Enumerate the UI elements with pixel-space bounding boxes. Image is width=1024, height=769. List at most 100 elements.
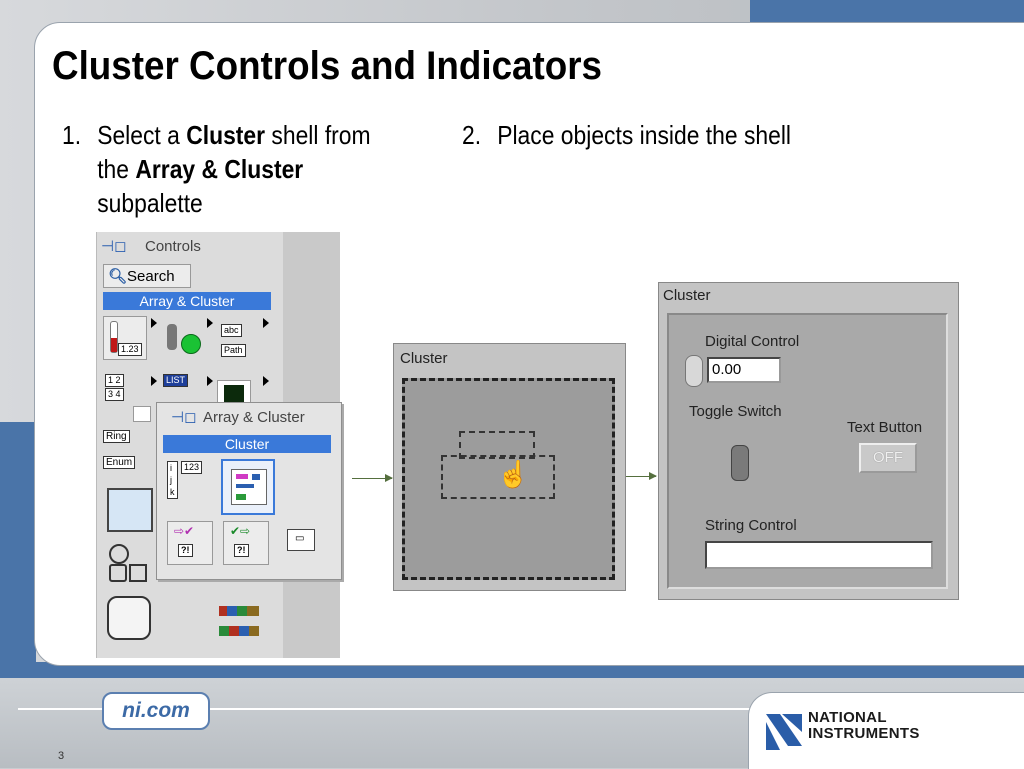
search-button[interactable]: 🔍︎Search: [103, 264, 191, 288]
error-out-tile[interactable]: ✔⇨ ?!: [223, 521, 269, 565]
palette-title: Controls: [145, 238, 201, 255]
path-label: Path: [221, 344, 246, 357]
step-2-text: Place objects inside the shell: [497, 120, 792, 150]
digital-control-field[interactable]: 0.00: [707, 357, 781, 383]
nicom-link[interactable]: ni.com: [102, 692, 210, 730]
array-tile[interactable]: 1 2 3 4: [103, 372, 147, 416]
subpalette-header: Array & Cluster: [103, 292, 271, 310]
drag-outline: [441, 455, 555, 499]
string-control-label: String Control: [705, 517, 797, 534]
cluster-part-icon: [252, 474, 260, 480]
cluster-part-icon: [236, 484, 254, 488]
cluster-part-icon: [236, 494, 246, 500]
submenu-arrow-icon: [263, 376, 269, 386]
submenu-arrow-icon: [207, 376, 213, 386]
step-1-text: Select a Cluster shell from the Array & …: [97, 118, 379, 220]
array-grid-icon: 3 4: [105, 388, 124, 401]
flow-arrow-2: [626, 472, 657, 480]
step-2: 2. Place objects inside the shell: [462, 118, 867, 152]
container-tile[interactable]: [107, 596, 151, 640]
square-shape-icon: [129, 564, 147, 582]
submenu-arrow-icon: [207, 318, 213, 328]
bottom-accent-bar: [0, 662, 1024, 682]
logo-line-1: NATIONAL: [808, 709, 887, 726]
step-1-number: 1.: [62, 120, 82, 150]
decorations-tile[interactable]: [107, 538, 151, 582]
error-in-tile[interactable]: ⇨✔ ?!: [167, 521, 213, 565]
thermometer-fill: [111, 338, 117, 352]
cluster-label: Cluster: [663, 287, 711, 304]
books-icon: [219, 606, 259, 616]
magnifier-icon: 🔍︎: [108, 268, 128, 285]
hand-cursor-icon: ☝: [497, 459, 530, 489]
error-arrow-icon: ⇨✔: [174, 524, 195, 538]
cluster-shell-tile[interactable]: [221, 459, 275, 515]
drag-outline: [459, 431, 535, 459]
step-1-text-b: shell from the: [97, 120, 371, 184]
led-icon: [181, 334, 201, 354]
toggle-switch[interactable]: [731, 445, 749, 481]
tab-control-tile[interactable]: [107, 488, 153, 532]
footer-divider: [18, 708, 1024, 710]
submenu-arrow-icon: [263, 318, 269, 328]
array-value-label: 123: [181, 461, 203, 474]
flow-arrow-1: [352, 474, 393, 482]
cluster-filled[interactable]: Cluster Digital Control 0.00 Toggle Swit…: [658, 282, 959, 600]
cluster-icon: [231, 469, 267, 505]
library-tile[interactable]: [217, 598, 261, 642]
pin-icon[interactable]: ⊣◻: [171, 409, 197, 426]
books-icon: [219, 626, 259, 636]
variant-icon: ▭: [295, 533, 305, 544]
numeric-control-tile[interactable]: 1.23: [103, 316, 147, 360]
submenu-arrow-icon: [151, 318, 157, 328]
variant-tile[interactable]: ▭: [287, 529, 315, 551]
error-label: ?!: [178, 544, 193, 557]
cluster-contents: Digital Control 0.00 Toggle Switch Text …: [667, 313, 948, 589]
pin-icon[interactable]: ⊣◻: [101, 238, 127, 255]
square-shape-icon: [109, 564, 127, 582]
circle-shape-icon: [109, 544, 129, 564]
string-abc-label: abc: [221, 324, 242, 337]
toggle-icon: [167, 324, 177, 350]
cluster-drop-area[interactable]: ☝: [402, 378, 615, 580]
left-accent-bar: [0, 422, 36, 684]
boolean-control-tile[interactable]: [161, 316, 205, 360]
cluster-shell-empty[interactable]: Cluster ☝: [393, 343, 626, 591]
string-control-field[interactable]: [705, 541, 933, 569]
step-1-bold-cluster: Cluster: [186, 120, 266, 150]
listbox-tile[interactable]: LIST: [161, 372, 205, 416]
enum-label[interactable]: Enum: [103, 456, 136, 469]
digital-control-label: Digital Control: [705, 333, 800, 350]
cluster-part-icon: [236, 474, 248, 479]
slide-title: Cluster Controls and Indicators: [52, 44, 603, 88]
step-1-text-c: subpalette: [97, 188, 203, 218]
thermometer-icon: [110, 321, 118, 353]
error-label: ?!: [234, 544, 249, 557]
step-1: 1. Select a Cluster shell from the Array…: [62, 118, 379, 220]
subpalette-header-cluster: Cluster: [163, 435, 331, 453]
ring-label[interactable]: Ring: [103, 430, 130, 443]
national-instruments-logo-icon: [766, 714, 802, 750]
logo-panel: [748, 692, 1024, 769]
cluster-label: Cluster: [400, 350, 448, 367]
step-1-bold-array-cluster: Array & Cluster: [135, 154, 304, 184]
submenu-arrow-icon: [151, 376, 157, 386]
cluster-small-icon: [133, 406, 151, 422]
text-button[interactable]: OFF: [859, 443, 917, 473]
numeric-spinner[interactable]: [685, 355, 703, 387]
error-arrow-icon: ✔⇨: [230, 524, 251, 538]
numeric-label: 1.23: [118, 343, 142, 356]
step-2-number: 2.: [462, 120, 482, 150]
toggle-switch-label: Toggle Switch: [689, 403, 782, 420]
search-label: Search: [127, 268, 175, 285]
page-number: 3: [58, 750, 65, 762]
listbox-label: LIST: [163, 374, 189, 387]
text-button-label: Text Button: [847, 419, 923, 436]
graph-icon: [224, 385, 244, 405]
string-path-tile[interactable]: abc Path: [217, 316, 261, 360]
subpalette-title: Array & Cluster: [203, 409, 305, 426]
logo-line-2: INSTRUMENTS: [808, 725, 920, 742]
